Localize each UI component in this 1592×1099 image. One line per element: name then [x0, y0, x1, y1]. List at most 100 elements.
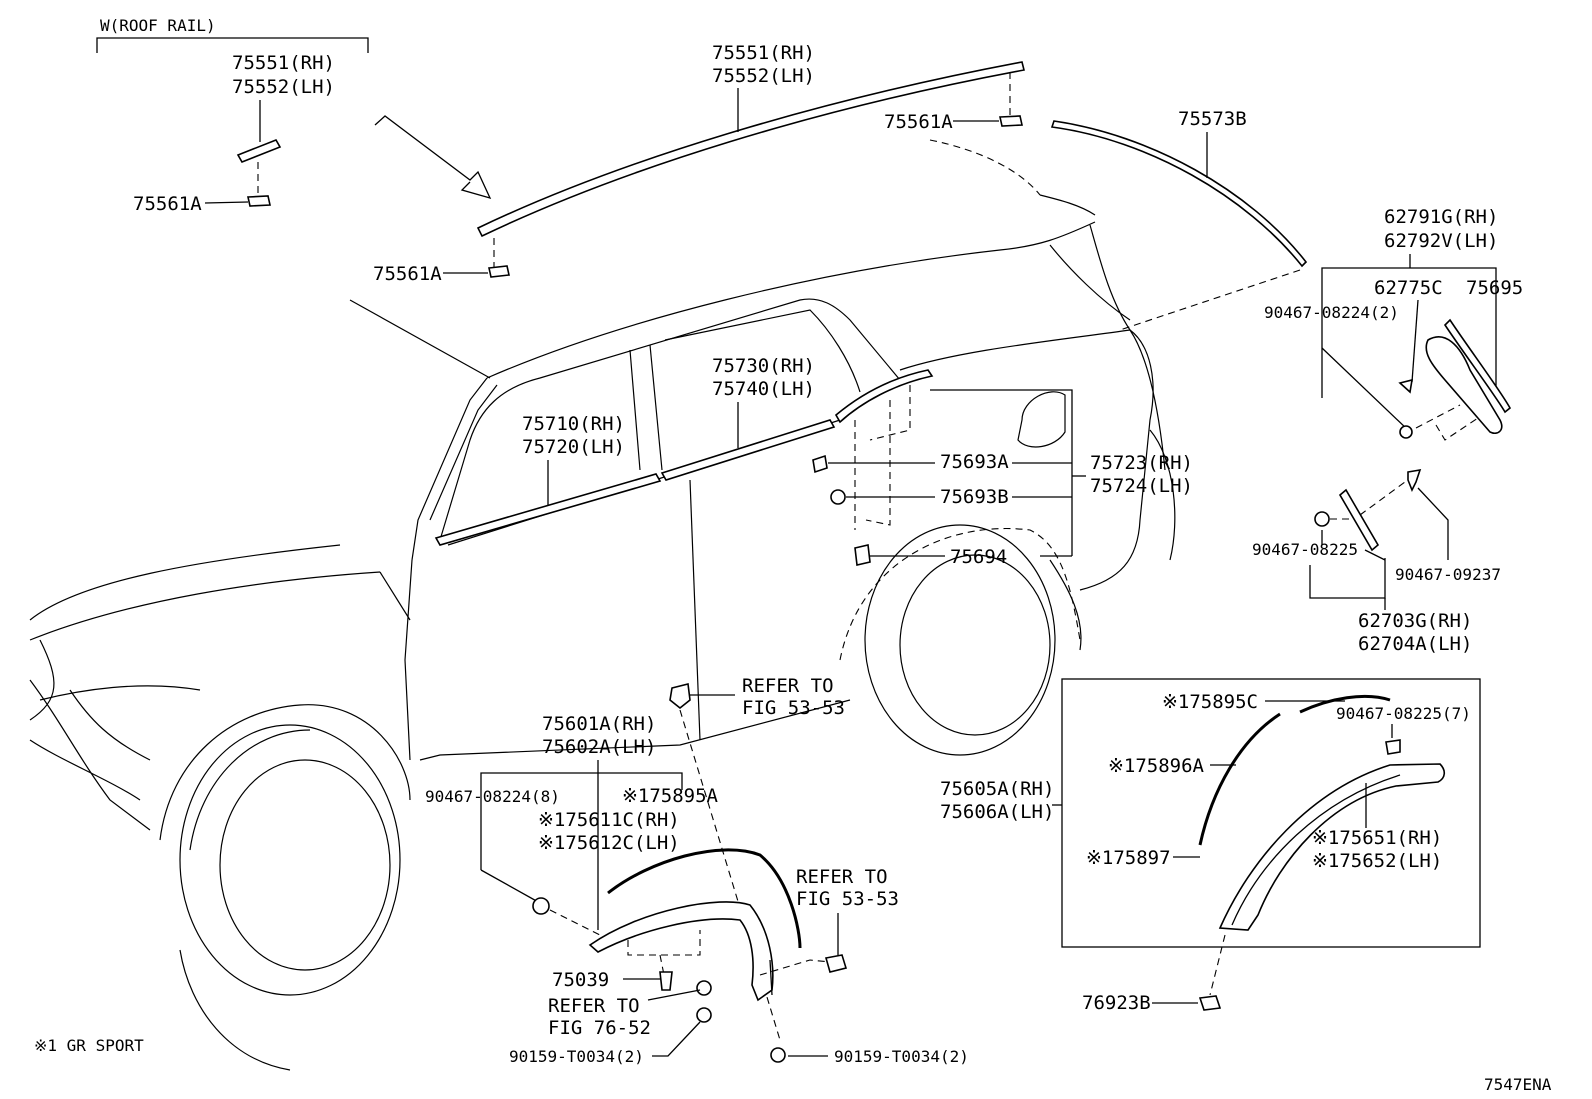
label-75605a-rh: 75605A(RH) — [940, 778, 1054, 800]
label-75694: 75694 — [950, 546, 1007, 568]
label-75730-rh: 75730(RH) — [712, 355, 815, 377]
clip-icon — [830, 489, 846, 505]
clip-icon — [1198, 995, 1222, 1011]
label-75573b: 75573B — [1178, 108, 1247, 130]
refer-label-2b: FIG 53-53 — [796, 888, 899, 910]
label-75561a-inset: 75561A — [133, 193, 202, 215]
label-75612c-lh: ※175612C(LH) — [538, 832, 680, 854]
roof-rail-molding — [476, 61, 1025, 238]
label-90467-08225: 90467-08225 — [1252, 540, 1358, 559]
label-75724-lh: 75724(LH) — [1090, 475, 1193, 497]
rear-door-belt-molding — [660, 419, 836, 481]
front-door-belt-molding — [434, 473, 662, 546]
label-75896a: ※175896A — [1108, 755, 1205, 777]
refer-label-1b: FIG 53-53 — [742, 697, 845, 719]
label-90467-08225-7: 90467-08225(7) — [1336, 704, 1471, 723]
garnish-strip — [1338, 488, 1380, 552]
clip-icon — [659, 971, 673, 991]
clip-icon — [854, 544, 871, 566]
rear-flare-trim-upper — [1299, 694, 1391, 714]
section-header: W(ROOF RAIL) — [100, 16, 216, 35]
refer-label-3b: FIG 76-52 — [548, 1017, 651, 1039]
rear-fender-flare — [1218, 763, 1446, 931]
label-90467-08224-8: 90467-08224(8) — [425, 787, 560, 806]
clip-icon — [824, 954, 848, 973]
label-76923b: 76923B — [1082, 992, 1151, 1014]
label-75740-lh: 75740(LH) — [712, 378, 815, 400]
spoiler-strip — [1443, 318, 1512, 414]
label-75710-rh: 75710(RH) — [522, 413, 625, 435]
label-75695: 75695 — [1466, 277, 1523, 299]
roof-rail-segment-icon — [236, 139, 282, 163]
quarter-molding — [834, 369, 934, 424]
label-75720-lh: 75720(LH) — [522, 436, 625, 458]
screw-icon — [696, 980, 712, 996]
label-75611c-rh: ※175611C(RH) — [538, 809, 680, 831]
front-fender-flare — [588, 901, 774, 1002]
clip-icon — [1398, 378, 1413, 394]
roof-rail-inset: W(ROOF RAIL) 75551(RH) 75552(LH) 75561A — [96, 16, 369, 215]
screw-icon — [696, 1007, 712, 1023]
screw-icon — [770, 1047, 786, 1063]
arrow-icon — [374, 115, 492, 200]
roof-rail: 75551(RH) 75552(LH) 75561A 75561A — [373, 42, 1041, 285]
label-75606a-lh: 75606A(LH) — [940, 801, 1054, 823]
label-62703g-rh: 62703G(RH) — [1358, 610, 1472, 632]
spoiler-cover — [1425, 336, 1503, 435]
label-75601a-rh: 75601A(RH) — [542, 713, 656, 735]
refer-group-1: REFER TO FIG 53-53 — [669, 675, 845, 1041]
flare-edge-trim — [607, 848, 802, 949]
label-62775c: 62775C — [1374, 277, 1443, 299]
footnote: ※1 GR SPORT — [34, 1036, 144, 1055]
door-belt-moldings: 75730(RH) 75740(LH) 75710(RH) 75720(LH) — [434, 355, 934, 546]
label-90159-t0034-right: 90159-T0034(2) — [834, 1047, 969, 1066]
grommet-icon — [1399, 425, 1413, 439]
label-75561a-front: 75561A — [373, 263, 442, 285]
label-75652-lh: ※175652(LH) — [1312, 850, 1442, 872]
label-75039: 75039 — [552, 969, 609, 991]
rear-flare-trim-lower — [1198, 712, 1281, 846]
rear-fender-flare-group: ※175895C 90467-08225(7) ※175896A 75605A(… — [940, 678, 1481, 1014]
label-90467-09237: 90467-09237 — [1395, 565, 1501, 584]
label-75551-rh: 75551(RH) — [712, 42, 815, 64]
label-62704a-lh: 62704A(LH) — [1358, 633, 1472, 655]
clip-icon — [812, 454, 828, 474]
front-fender-flare-group: 75601A(RH) 75602A(LH) 90467-08224(8) ※17… — [425, 713, 969, 1066]
clip-icon — [1407, 468, 1422, 492]
refer-label-3a: REFER TO — [548, 995, 640, 1017]
label-75723-rh: 75723(RH) — [1090, 452, 1193, 474]
label-90159-t0034-left: 90159-T0034(2) — [509, 1047, 644, 1066]
label-75551-rh-inset: 75551(RH) — [232, 52, 335, 74]
label-75693a: 75693A — [940, 451, 1009, 473]
label-75552-lh: 75552(LH) — [712, 65, 815, 87]
label-75895a: ※175895A — [622, 785, 719, 807]
clip-icon — [1385, 739, 1401, 755]
clip-icon — [488, 265, 510, 278]
label-75552-lh-inset: 75552(LH) — [232, 76, 335, 98]
label-75895c: ※175895C — [1162, 691, 1258, 713]
label-75693b: 75693B — [940, 486, 1009, 508]
rear-garnish-group: 62791G(RH) 62792V(LH) 62775C 75695 90467… — [1264, 206, 1523, 441]
label-75651-rh: ※175651(RH) — [1312, 827, 1442, 849]
back-door-garnish-group: 90467-08225 90467-09237 62703G(RH) 62704… — [1252, 468, 1501, 655]
label-62792v-lh: 62792V(LH) — [1384, 230, 1498, 252]
clip-icon — [999, 115, 1023, 127]
quarter-clip-group: 75693A 75693B 75694 75723(RH) 75724(LH) — [812, 385, 1193, 568]
label-90467-08224-2: 90467-08224(2) — [1264, 303, 1399, 322]
back-door-molding: 75573B — [1050, 108, 1308, 331]
clip-icon — [247, 195, 271, 207]
label-62791g-rh: 62791G(RH) — [1384, 206, 1498, 228]
figure-code: 7547ENA — [1484, 1075, 1552, 1094]
label-75561a-rear: 75561A — [884, 111, 953, 133]
back-door-molding-part — [1050, 120, 1308, 268]
refer-label-1a: REFER TO — [742, 675, 834, 697]
rear-flare-box — [1061, 678, 1481, 948]
clip-icon — [1314, 511, 1330, 527]
vehicle-outline — [29, 194, 1176, 1071]
refer-label-2a: REFER TO — [796, 866, 888, 888]
label-75602a-lh: 75602A(LH) — [542, 736, 656, 758]
clip-icon — [532, 897, 550, 915]
label-75897: ※175897 — [1086, 847, 1171, 869]
clip-icon — [669, 683, 691, 710]
